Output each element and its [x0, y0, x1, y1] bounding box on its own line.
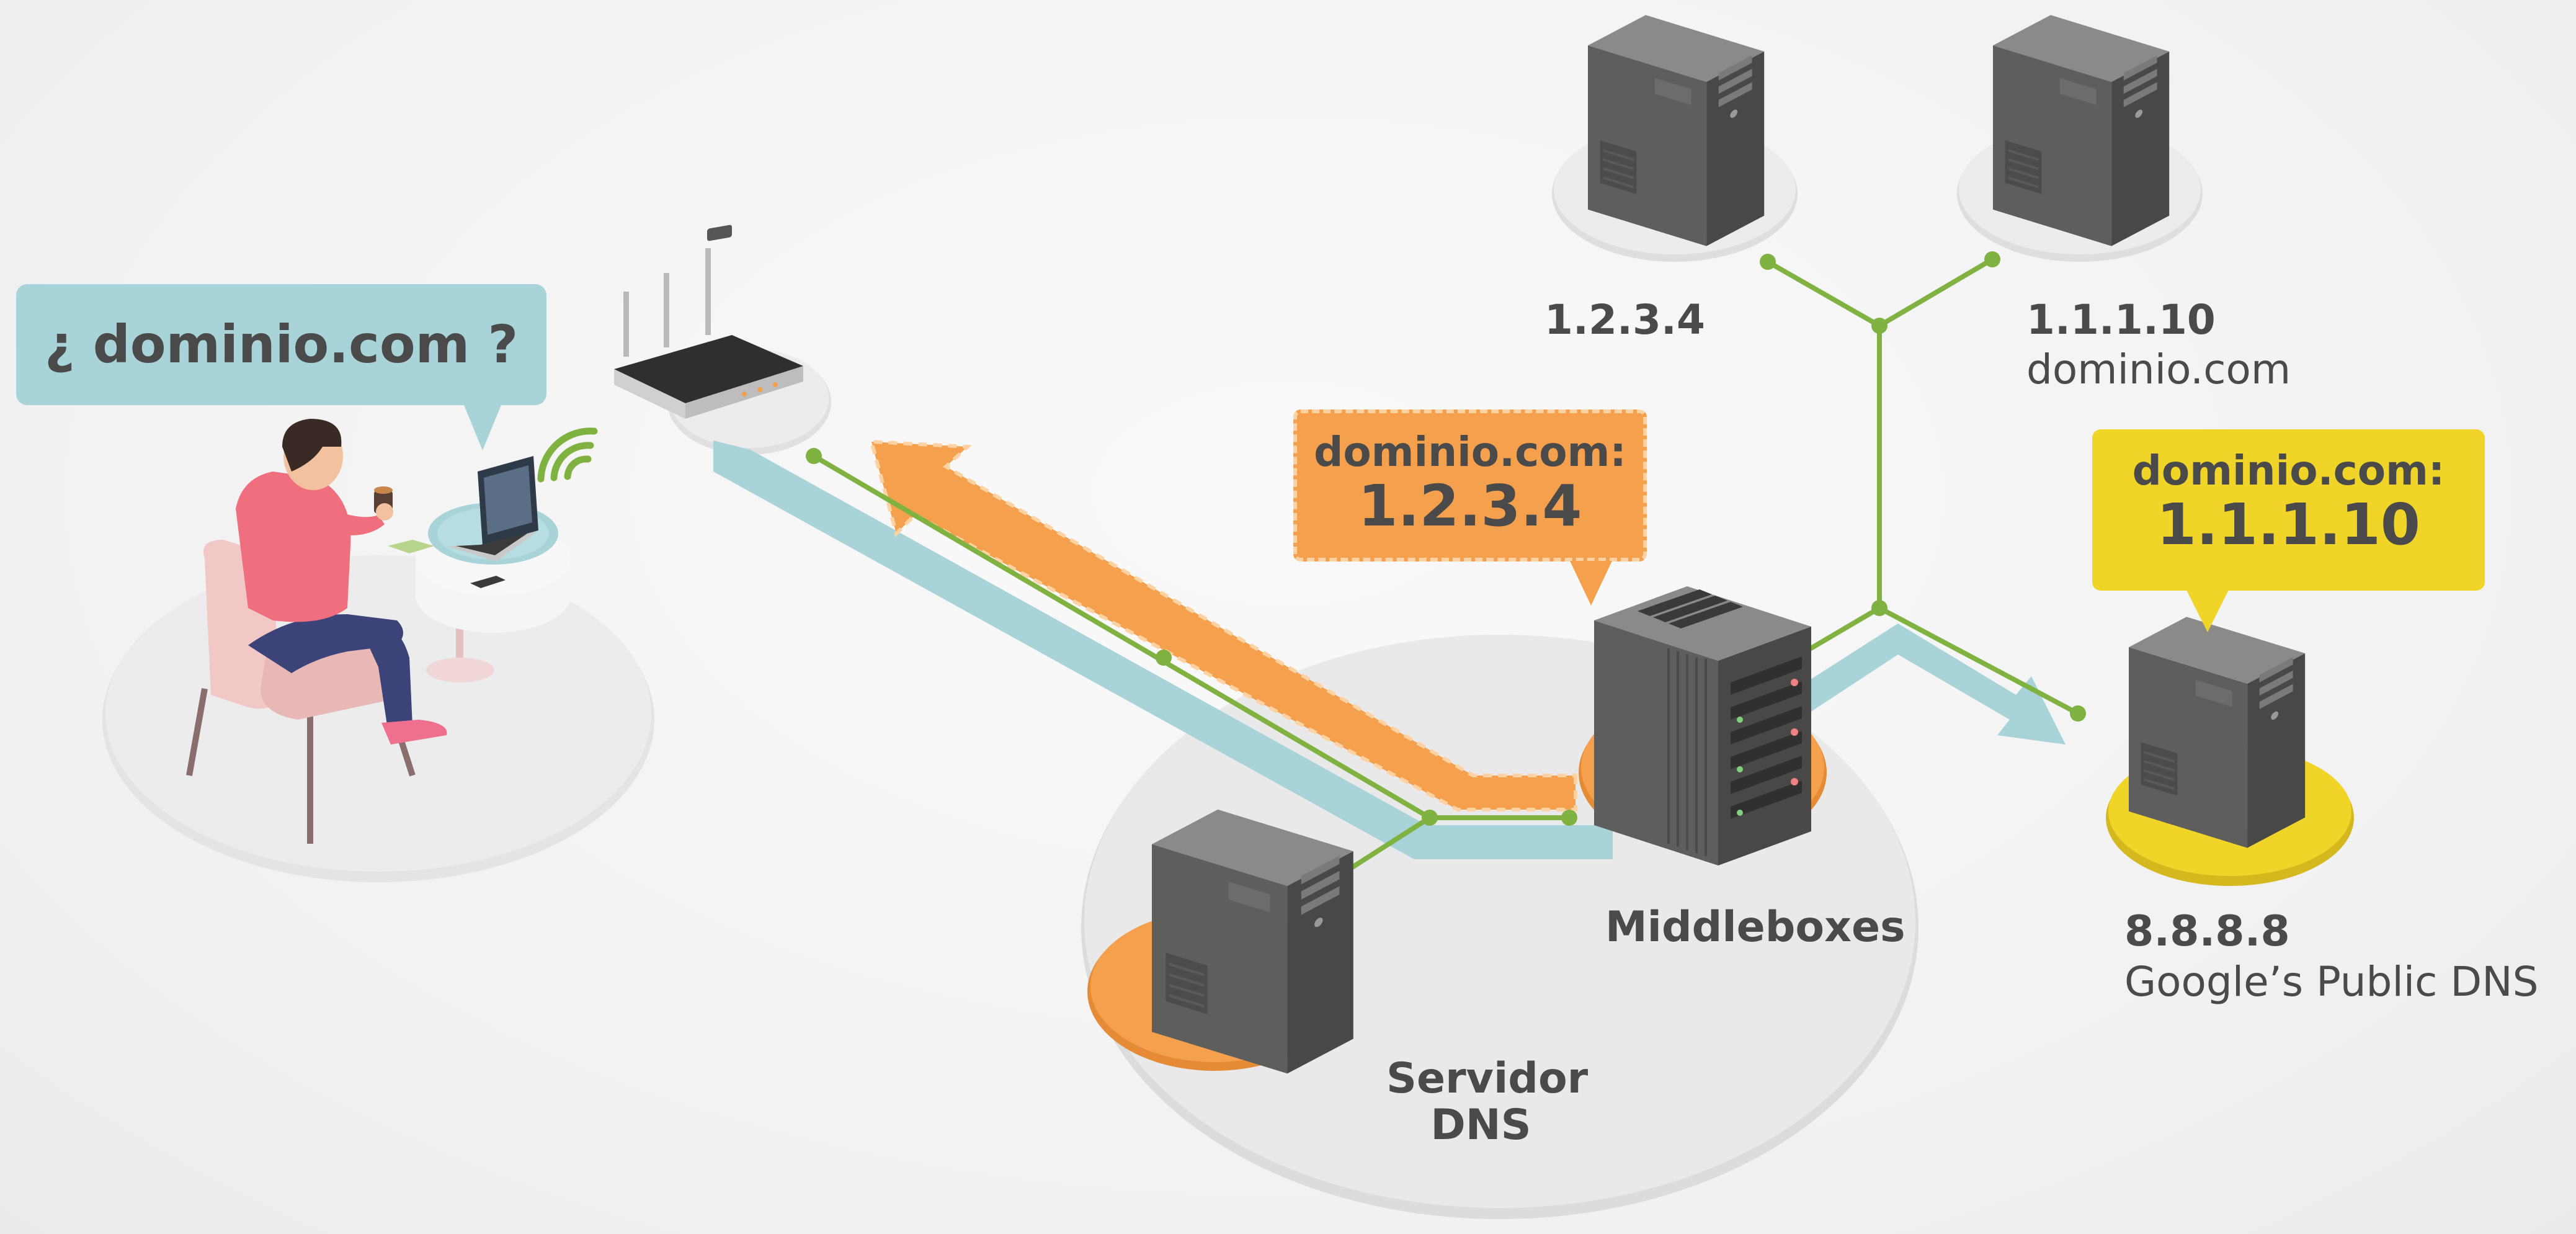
fake-domain-text: dominio.com: [1314, 428, 1626, 476]
real-response-bubble: dominio.com: 1.1.1.10 [2092, 429, 2485, 632]
query-bubble: ¿ dominio.com ? [16, 284, 546, 450]
middleboxes-label: Middleboxes [1605, 903, 1905, 952]
query-text: ¿ dominio.com ? [44, 314, 519, 375]
server-b-icon [1992, 14, 2171, 248]
server-a-ip-label: 1.2.3.4 [1544, 296, 1705, 344]
wifi-icon [537, 427, 598, 483]
laptop-icon [447, 456, 538, 561]
server-b-domain-label: dominio.com [2026, 346, 2291, 393]
real-ip-text: 1.1.1.10 [2157, 491, 2420, 558]
google-dns-server-icon [2128, 615, 2307, 849]
dns-server-label-line2: DNS [1430, 1100, 1531, 1150]
server-b-ip-label: 1.1.1.10 [2026, 296, 2216, 344]
desk [416, 503, 571, 682]
dns-server-icon [1152, 810, 1353, 1074]
router-icon [614, 225, 803, 419]
fake-response-bubble: dominio.com: 1.2.3.4 [1293, 409, 1647, 606]
dns-server-label-line1: Servidor [1386, 1054, 1589, 1103]
real-domain-text: dominio.com: [2132, 447, 2445, 494]
person-icon [186, 419, 447, 844]
google-ip-label: 8.8.8.8 [2124, 907, 2290, 956]
desk-items [374, 486, 506, 588]
fake-response-arrow [869, 439, 1577, 811]
fake-ip-text: 1.2.3.4 [1358, 473, 1582, 540]
request-flow [713, 440, 1613, 859]
rack-server-icon [1594, 586, 1811, 865]
google-name-label: Google’s Public DNS [2124, 958, 2539, 1006]
dns-server-label: Servidor DNS [1386, 1054, 1589, 1150]
server-a-icon [1587, 14, 1766, 248]
request-flow-to-google [1786, 624, 2066, 744]
link-nodes [806, 251, 2086, 826]
